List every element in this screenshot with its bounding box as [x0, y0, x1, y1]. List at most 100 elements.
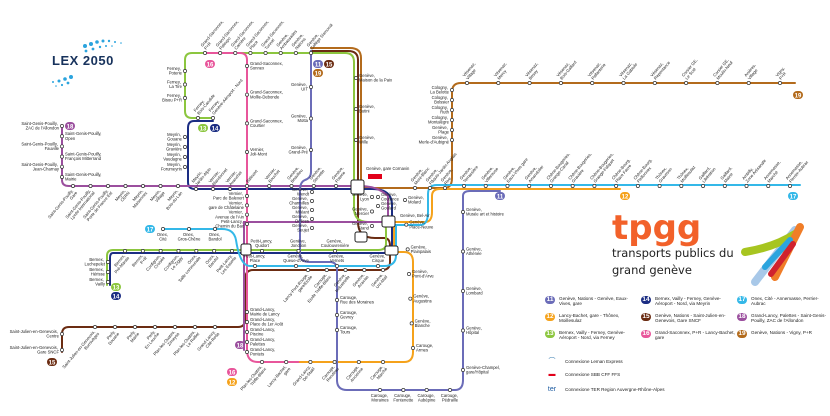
hub-cornavin[interactable] — [350, 179, 365, 195]
station-east[interactable] — [527, 184, 532, 188]
station-coutance[interactable] — [376, 204, 380, 208]
station-vesenaz[interactable] — [778, 81, 782, 85]
station-top[interactable] — [203, 51, 207, 55]
station-top[interactable] — [248, 51, 253, 55]
station-east[interactable] — [788, 184, 792, 188]
station-ferney[interactable] — [183, 96, 187, 100]
line-12-badge[interactable]: 12 — [227, 378, 237, 386]
station-carouge_b[interactable] — [424, 388, 429, 392]
station-sgp[interactable] — [60, 175, 64, 179]
station-charmilles[interactable] — [310, 199, 314, 203]
station-top[interactable] — [293, 51, 298, 55]
station-sgp[interactable] — [60, 144, 64, 149]
station-east[interactable] — [483, 184, 488, 188]
station-bachet[interactable] — [284, 360, 289, 364]
station-vernier_s[interactable] — [245, 212, 249, 217]
station-bachet[interactable] — [381, 360, 385, 364]
station-acacias[interactable] — [324, 268, 329, 272]
station-west[interactable] — [106, 184, 110, 188]
line-18-badge[interactable]: 18 — [65, 122, 75, 130]
station-julien_v[interactable] — [60, 332, 64, 336]
station-onex[interactable] — [187, 227, 191, 231]
station-jonction[interactable] — [260, 249, 264, 253]
station-vesenaz[interactable] — [590, 81, 595, 85]
station-bernex_v[interactable] — [106, 280, 110, 284]
station-bernex_v[interactable] — [106, 270, 110, 274]
station-saconnex[interactable] — [245, 121, 249, 126]
line-11-badge[interactable]: 11 — [313, 60, 323, 68]
station-uit[interactable] — [309, 148, 313, 152]
station-paix[interactable] — [354, 76, 358, 80]
station-jonction[interactable] — [296, 249, 301, 253]
station-meyrin[interactable] — [183, 145, 187, 149]
station-centre_top[interactable] — [267, 184, 272, 188]
line-16-badge[interactable]: 16 — [205, 60, 215, 68]
station-meyrin[interactable] — [183, 165, 187, 169]
line-15-badge[interactable]: 15 — [324, 60, 334, 68]
station-arve[interactable] — [404, 222, 409, 227]
station-carouge_b[interactable] — [401, 388, 406, 392]
station-arve[interactable] — [405, 247, 410, 252]
station-rive_w[interactable] — [413, 186, 417, 190]
station-east[interactable] — [679, 184, 684, 188]
station-charmilles[interactable] — [310, 226, 314, 230]
line-14-badge[interactable]: 14 — [111, 292, 121, 300]
station-airport[interactable] — [211, 116, 215, 120]
station-vesenaz[interactable] — [496, 81, 501, 85]
station-arve[interactable] — [409, 321, 414, 326]
station-h11[interactable] — [461, 249, 465, 254]
line-16-badge[interactable]: 16 — [227, 368, 237, 376]
station-bachet[interactable] — [332, 360, 337, 364]
station-sgp[interactable] — [60, 154, 64, 159]
station-carouge_b[interactable] — [378, 388, 382, 392]
station-charmilles[interactable] — [310, 217, 314, 221]
station-julien_h[interactable] — [133, 325, 137, 329]
station-top[interactable] — [278, 51, 283, 55]
station-lancy_place[interactable] — [294, 264, 298, 268]
station-saconnex[interactable] — [245, 92, 249, 97]
station-h11[interactable] — [461, 210, 465, 214]
station-lancy_v[interactable] — [245, 320, 249, 324]
station-east[interactable] — [635, 184, 640, 188]
station-centre_top[interactable] — [245, 184, 249, 188]
hub-plainpalais[interactable] — [384, 245, 399, 256]
station-meyrin_h[interactable] — [194, 187, 198, 191]
station-cologny[interactable] — [450, 108, 454, 112]
station-vesenaz[interactable] — [621, 81, 626, 85]
station-coutance[interactable] — [376, 195, 380, 199]
line-17-badge[interactable]: 17 — [788, 192, 798, 200]
station-lancy_v[interactable] — [245, 330, 249, 334]
station-west[interactable] — [88, 184, 93, 188]
station-sgp[interactable] — [60, 134, 64, 139]
station-cologny[interactable] — [450, 128, 454, 132]
station-bernex_h[interactable] — [194, 249, 199, 253]
station-centre[interactable] — [370, 195, 374, 199]
station-bernex_h[interactable] — [158, 249, 163, 253]
station-arve[interactable] — [411, 346, 415, 350]
station-carouge_b[interactable] — [448, 388, 452, 392]
station-cologny[interactable] — [450, 98, 454, 102]
station-julien_h[interactable] — [93, 325, 97, 329]
station-vesenaz[interactable] — [715, 81, 720, 85]
station-sgp[interactable] — [60, 164, 64, 169]
station-east[interactable] — [657, 184, 662, 188]
line-19-badge[interactable]: 19 — [793, 91, 803, 99]
station-east[interactable] — [548, 184, 553, 188]
station-lancy_v[interactable] — [245, 340, 249, 344]
station-arve[interactable] — [407, 272, 411, 276]
station-carouge_v[interactable] — [335, 298, 339, 302]
station-bernex_h[interactable] — [176, 249, 181, 253]
line-14-badge[interactable]: 14 — [210, 124, 220, 132]
station-rive_w[interactable] — [428, 186, 432, 190]
station-west[interactable] — [141, 184, 145, 188]
station-uit[interactable] — [309, 116, 313, 121]
station-arve[interactable] — [408, 296, 413, 301]
station-rive_w[interactable] — [443, 186, 447, 190]
line-13-badge[interactable]: 13 — [198, 124, 208, 132]
station-onex[interactable] — [161, 227, 165, 231]
station-saconnex[interactable] — [245, 150, 249, 154]
station-top[interactable] — [218, 51, 223, 55]
station-julien_h[interactable] — [193, 325, 197, 329]
station-acacias[interactable] — [362, 268, 367, 272]
station-vesenaz[interactable] — [527, 81, 532, 85]
